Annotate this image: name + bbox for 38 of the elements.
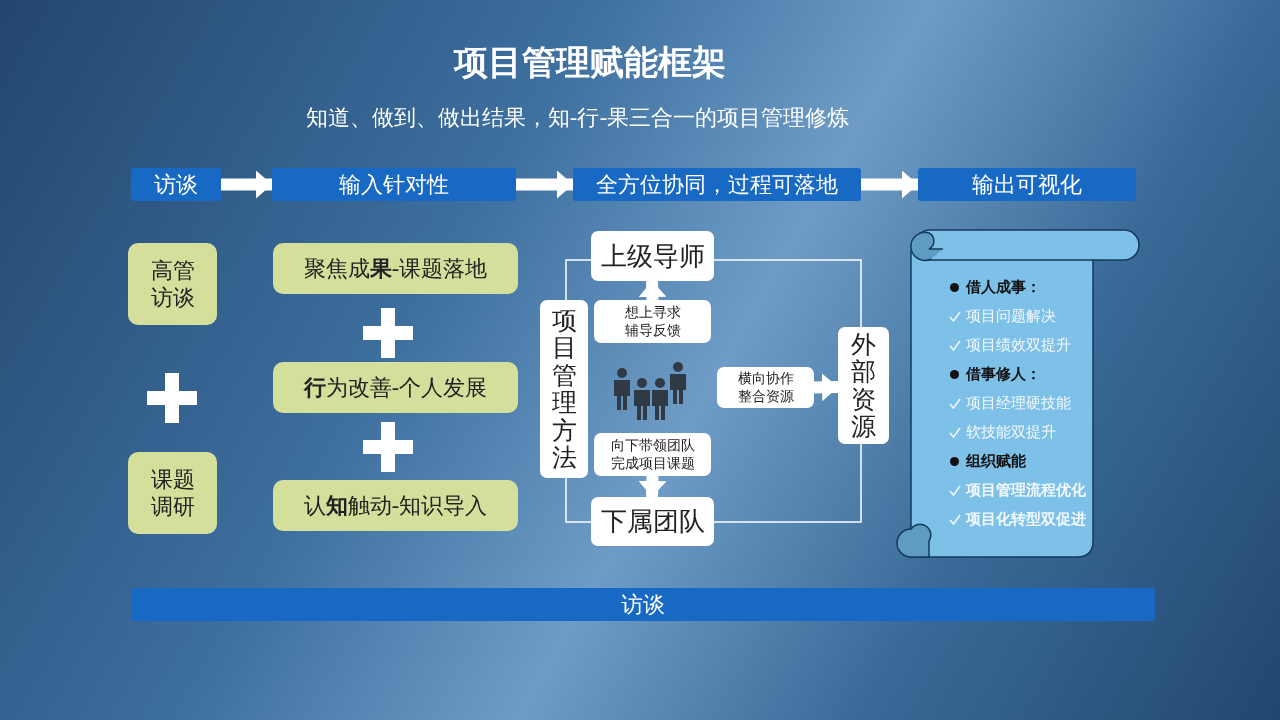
subtitle: 知道、做到、做出结果，知-行-果三合一的项目管理修炼 (304, 104, 851, 132)
section-heading: 借人成事： (966, 277, 1041, 298)
benefit-item: 项目绩效双提升 (966, 335, 1071, 356)
connector-line (713, 259, 862, 328)
block-arrow (638, 280, 667, 301)
benefit-item: 项目管理流程优化 (966, 480, 1086, 501)
goal-box: 行为改善-个人发展 (273, 362, 518, 413)
connector-line (713, 443, 862, 523)
block-arrow (516, 170, 573, 199)
source-box: 课题调研 (128, 452, 217, 534)
block-arrow (861, 170, 918, 199)
goal-box: 认知触动-知识导入 (273, 480, 518, 531)
benefit-item: 软技能双提升 (966, 422, 1056, 443)
stage-bar: 输出可视化 (918, 168, 1136, 201)
stage-bar: 访谈 (131, 168, 221, 201)
connector-line (565, 477, 592, 523)
title: 项目管理赋能框架 (452, 41, 727, 84)
interview-bar: 访谈 (131, 588, 1155, 621)
stage-bar: 全方位协同，过程可落地 (573, 168, 861, 201)
block-arrow (813, 373, 839, 402)
section-heading: 组织赋能 (966, 451, 1026, 472)
block-arrow (221, 170, 272, 199)
goal-box: 聚焦成果-课题落地 (273, 243, 518, 294)
stage-bar: 输入针对性 (272, 168, 516, 201)
source-box: 高管访谈 (128, 243, 217, 325)
action-box: 横向协作整合资源 (717, 367, 814, 408)
action-box: 向下带领团队完成项目课题 (594, 433, 711, 476)
benefit-item: 项目问题解决 (966, 306, 1056, 327)
block-arrow (638, 475, 667, 498)
action-box: 想上寻求辅导反馈 (594, 300, 711, 343)
section-heading: 借事修人： (966, 364, 1041, 385)
benefit-item: 项目经理硬技能 (966, 393, 1071, 414)
method-box: 项目管理方法 (540, 300, 588, 478)
role-box: 上级导师 (591, 231, 714, 281)
benefit-item: 项目化转型双促进 (966, 509, 1086, 530)
resource-box: 外部资源 (838, 327, 889, 444)
role-box: 下属团队 (591, 497, 714, 546)
connector-line (565, 259, 592, 301)
